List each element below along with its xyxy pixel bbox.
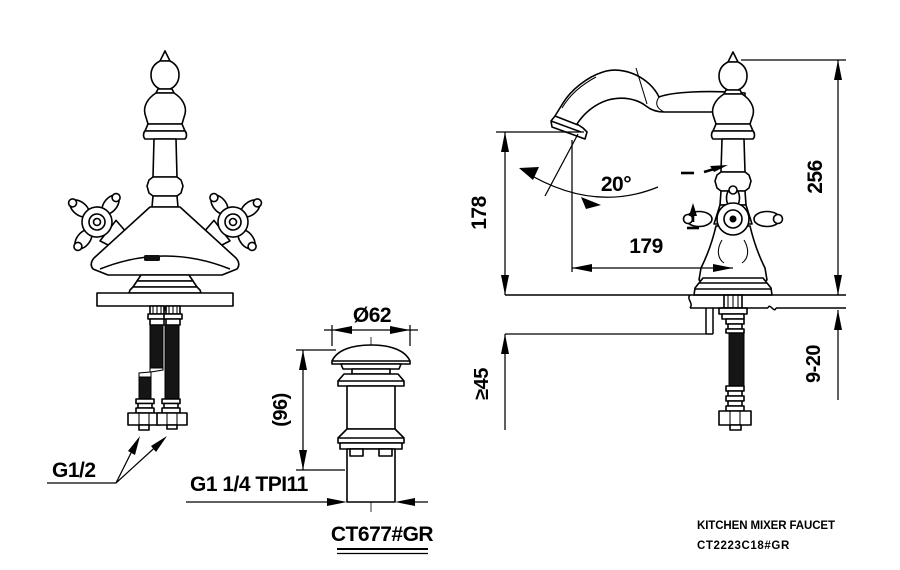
product-model: CT2223C18#GR xyxy=(697,540,790,552)
hose-nut-left xyxy=(127,412,161,426)
supply-hoses xyxy=(127,305,188,431)
drain-thread-annotation: G1 1/4 TPI11 xyxy=(186,473,428,506)
drain-view: Ø62 (96) G1 1/4 TPI11 CT677#GR xyxy=(186,304,434,555)
dim-deck-thickness: 9-20 xyxy=(803,310,842,400)
side-mounting xyxy=(705,294,752,431)
drain-model-label: CT677#GR xyxy=(331,523,434,546)
dim-spout-height: 178 xyxy=(468,131,584,295)
drain-height-dimension: (96) xyxy=(270,349,345,471)
front-body xyxy=(90,206,240,276)
hose-right xyxy=(164,324,180,401)
spout-height-label: 178 xyxy=(468,195,491,229)
side-spout-column xyxy=(710,51,756,206)
dim-clearance: ≥45 xyxy=(471,333,706,430)
clearance-label: ≥45 xyxy=(471,368,493,400)
cross-handle-side xyxy=(682,185,784,236)
hose-left xyxy=(149,324,164,369)
hose-nut-side xyxy=(718,410,752,426)
dim-spout-reach: 179 xyxy=(571,140,733,272)
countertop xyxy=(505,294,846,311)
dim-overall-height: 256 xyxy=(741,59,846,295)
supply-thread-annotation: G1/2 xyxy=(47,436,167,484)
spout-reach-label: 179 xyxy=(629,235,663,258)
hose-side xyxy=(728,332,745,387)
spout-angle-label: 20° xyxy=(601,173,631,196)
deck-plate xyxy=(96,292,234,307)
product-name: KITCHEN MIXER FAUCET xyxy=(697,520,835,532)
front-base xyxy=(96,274,234,307)
drain-model-block: CT677#GR xyxy=(331,523,434,555)
brand-logo-mark xyxy=(144,255,160,261)
drain-diameter-dimension: Ø62 xyxy=(324,304,418,346)
deck-thickness-label: 9-20 xyxy=(803,345,825,383)
side-spout xyxy=(550,67,746,140)
drain-body xyxy=(331,344,411,503)
handle-motion-arrows xyxy=(681,165,728,230)
hose-nut-right xyxy=(156,412,188,426)
supply-thread-label: G1/2 xyxy=(52,459,96,482)
drain-thread-label: G1 1/4 TPI11 xyxy=(190,473,309,496)
dim-spout-angle: 20° xyxy=(519,133,659,209)
front-view: G1/2 xyxy=(47,50,263,484)
drain-diameter-label: Ø62 xyxy=(353,304,391,327)
overall-height-label: 256 xyxy=(804,160,827,194)
side-view: 178 ≥45 179 20° xyxy=(468,51,846,431)
drain-height-label: (96) xyxy=(270,393,292,427)
title-block: KITCHEN MIXER FAUCET CT2223C18#GR xyxy=(697,520,835,552)
front-spout-column xyxy=(142,50,188,208)
